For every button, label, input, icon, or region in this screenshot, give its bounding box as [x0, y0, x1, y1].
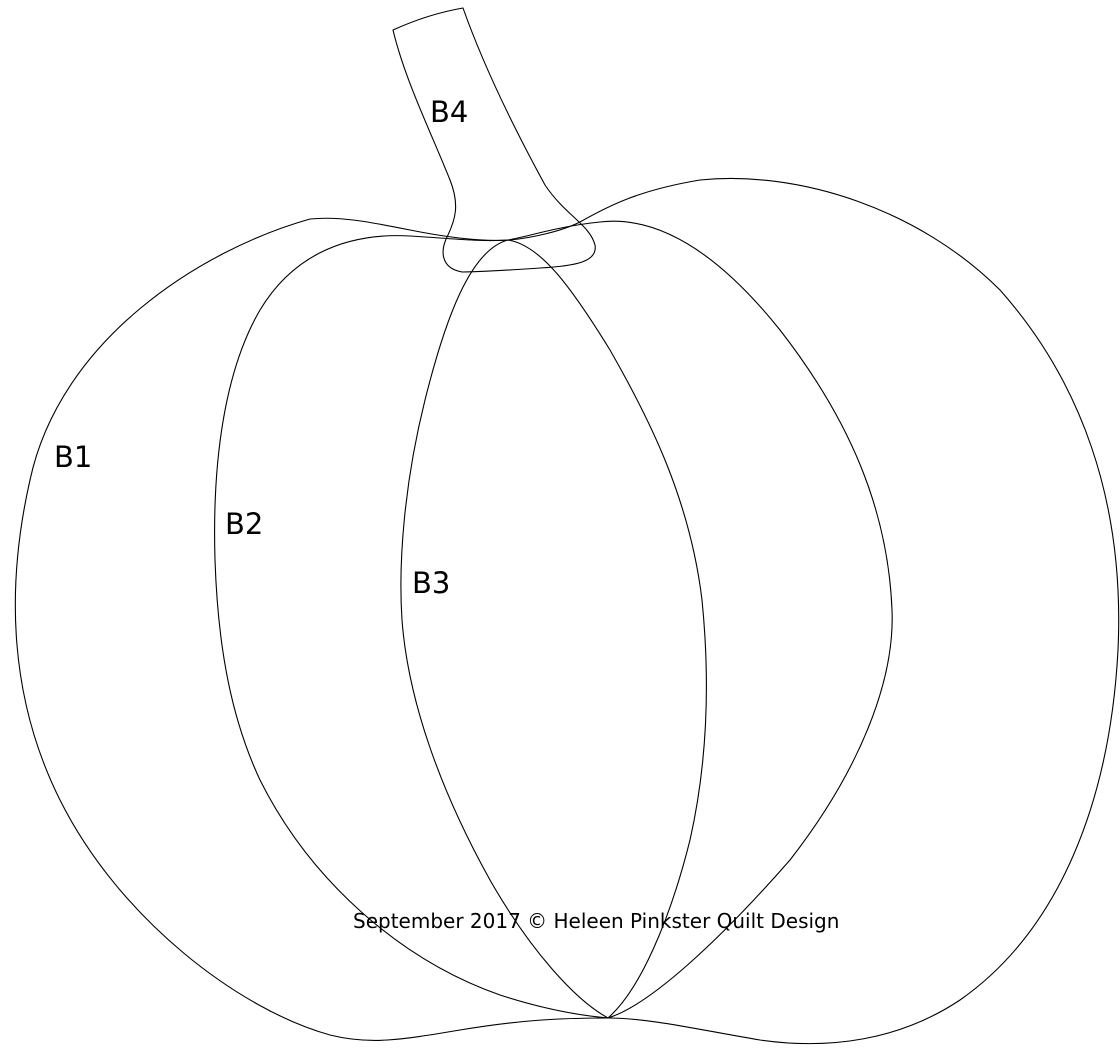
segment-b3-outline: [400, 239, 708, 1019]
piece-label-b4: B4: [430, 95, 469, 129]
piece-label-b2: B2: [225, 507, 264, 541]
pumpkin-outer-outline: [14, 177, 1120, 1045]
segment-b2-outline: [214, 220, 893, 1019]
segment-b4-stem-outline: [392, 7, 596, 273]
piece-label-b3: B3: [412, 566, 451, 600]
piece-label-b1: B1: [54, 440, 93, 474]
copyright-notice: September 2017 © Heleen Pinkster Quilt D…: [353, 909, 840, 933]
